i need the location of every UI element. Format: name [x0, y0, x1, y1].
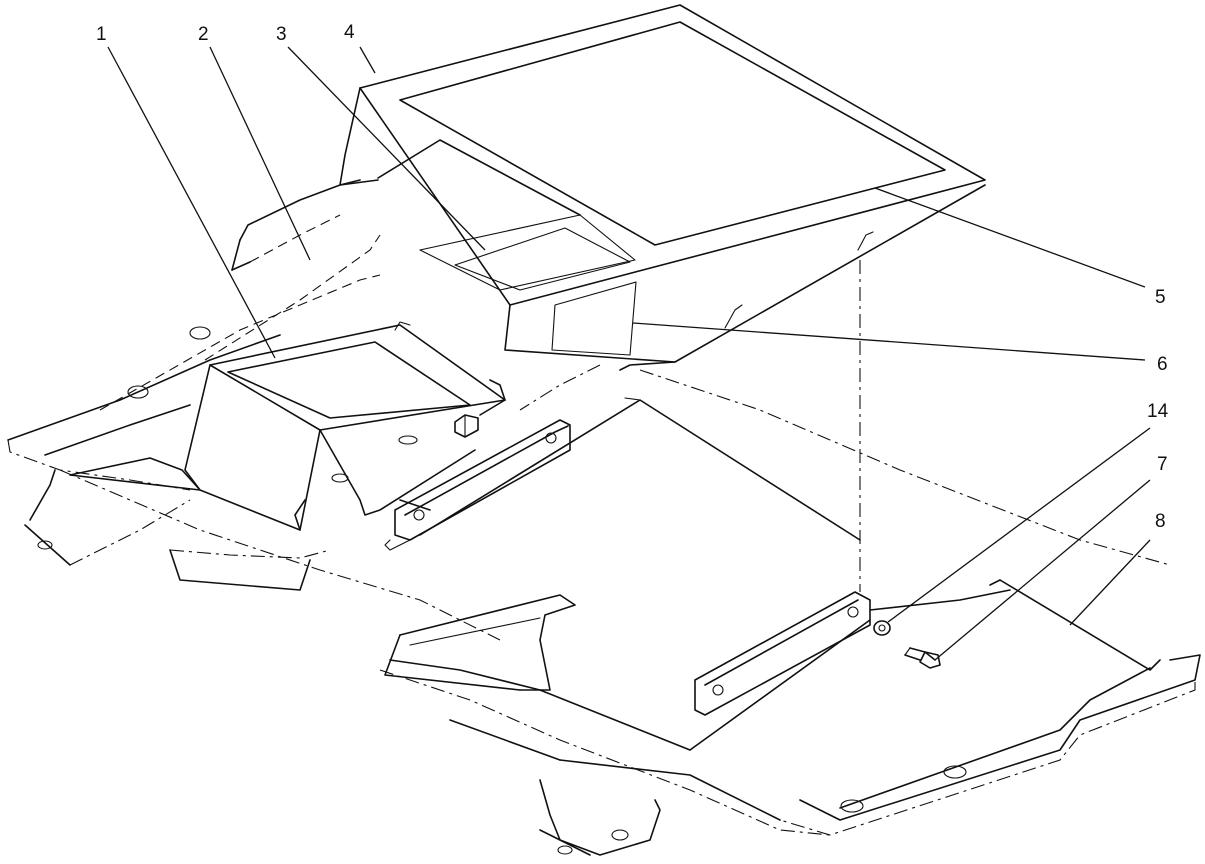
leader-lines: [107, 46, 1151, 661]
bolt: [904, 647, 941, 669]
callout-7: 7: [1157, 454, 1168, 475]
leader-6: [632, 322, 1146, 361]
leader-8: [1069, 539, 1151, 626]
upper-hood: [339, 4, 986, 411]
leader-2: [209, 46, 311, 261]
leader-3: [287, 46, 486, 251]
washer: [873, 620, 891, 636]
shield-bracket: [69, 321, 506, 531]
callout-1: 1: [96, 24, 107, 45]
callout-labels: 1 2 3 4 5 6 14 7 8: [96, 22, 1169, 532]
left-rail-bar: [384, 419, 571, 551]
center-pan: [399, 397, 861, 541]
leader-1: [107, 46, 276, 359]
leader-14: [887, 427, 1151, 623]
callout-2: 2: [198, 24, 209, 45]
callout-5: 5: [1155, 287, 1166, 308]
callout-4: 4: [344, 22, 355, 43]
callout-8: 8: [1155, 511, 1166, 532]
callout-14: 14: [1147, 401, 1169, 422]
lower-frame-assembly: [7, 179, 1201, 856]
callout-3: 3: [276, 24, 287, 45]
callout-6: 6: [1157, 354, 1168, 375]
front-left-bracket: [384, 594, 576, 691]
leader-5: [874, 187, 1146, 288]
right-rail-bar: [694, 591, 871, 716]
leader-7: [934, 479, 1151, 661]
leader-4: [359, 46, 376, 74]
